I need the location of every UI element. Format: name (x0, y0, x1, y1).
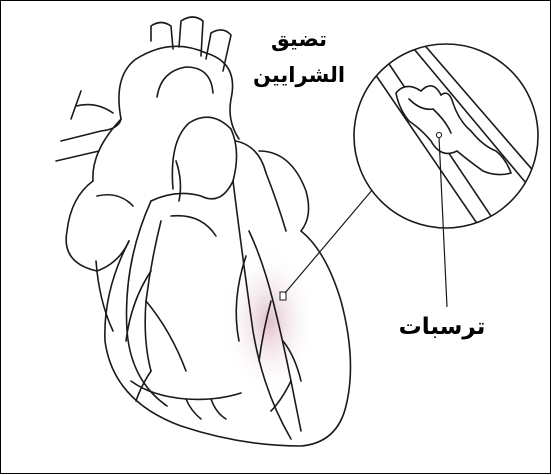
deposits-label: ترسبات (387, 310, 497, 344)
artery-narrowing-line2: الشرايين (245, 57, 353, 93)
blockage-shade (221, 246, 317, 396)
blockage-marker (280, 292, 286, 300)
magnifier-connector (285, 189, 373, 293)
artery-narrowing-line1: تضيق (245, 21, 353, 57)
deposit-dot (436, 132, 441, 137)
artery-narrowing-label: تضيق الشرايين (245, 21, 353, 93)
